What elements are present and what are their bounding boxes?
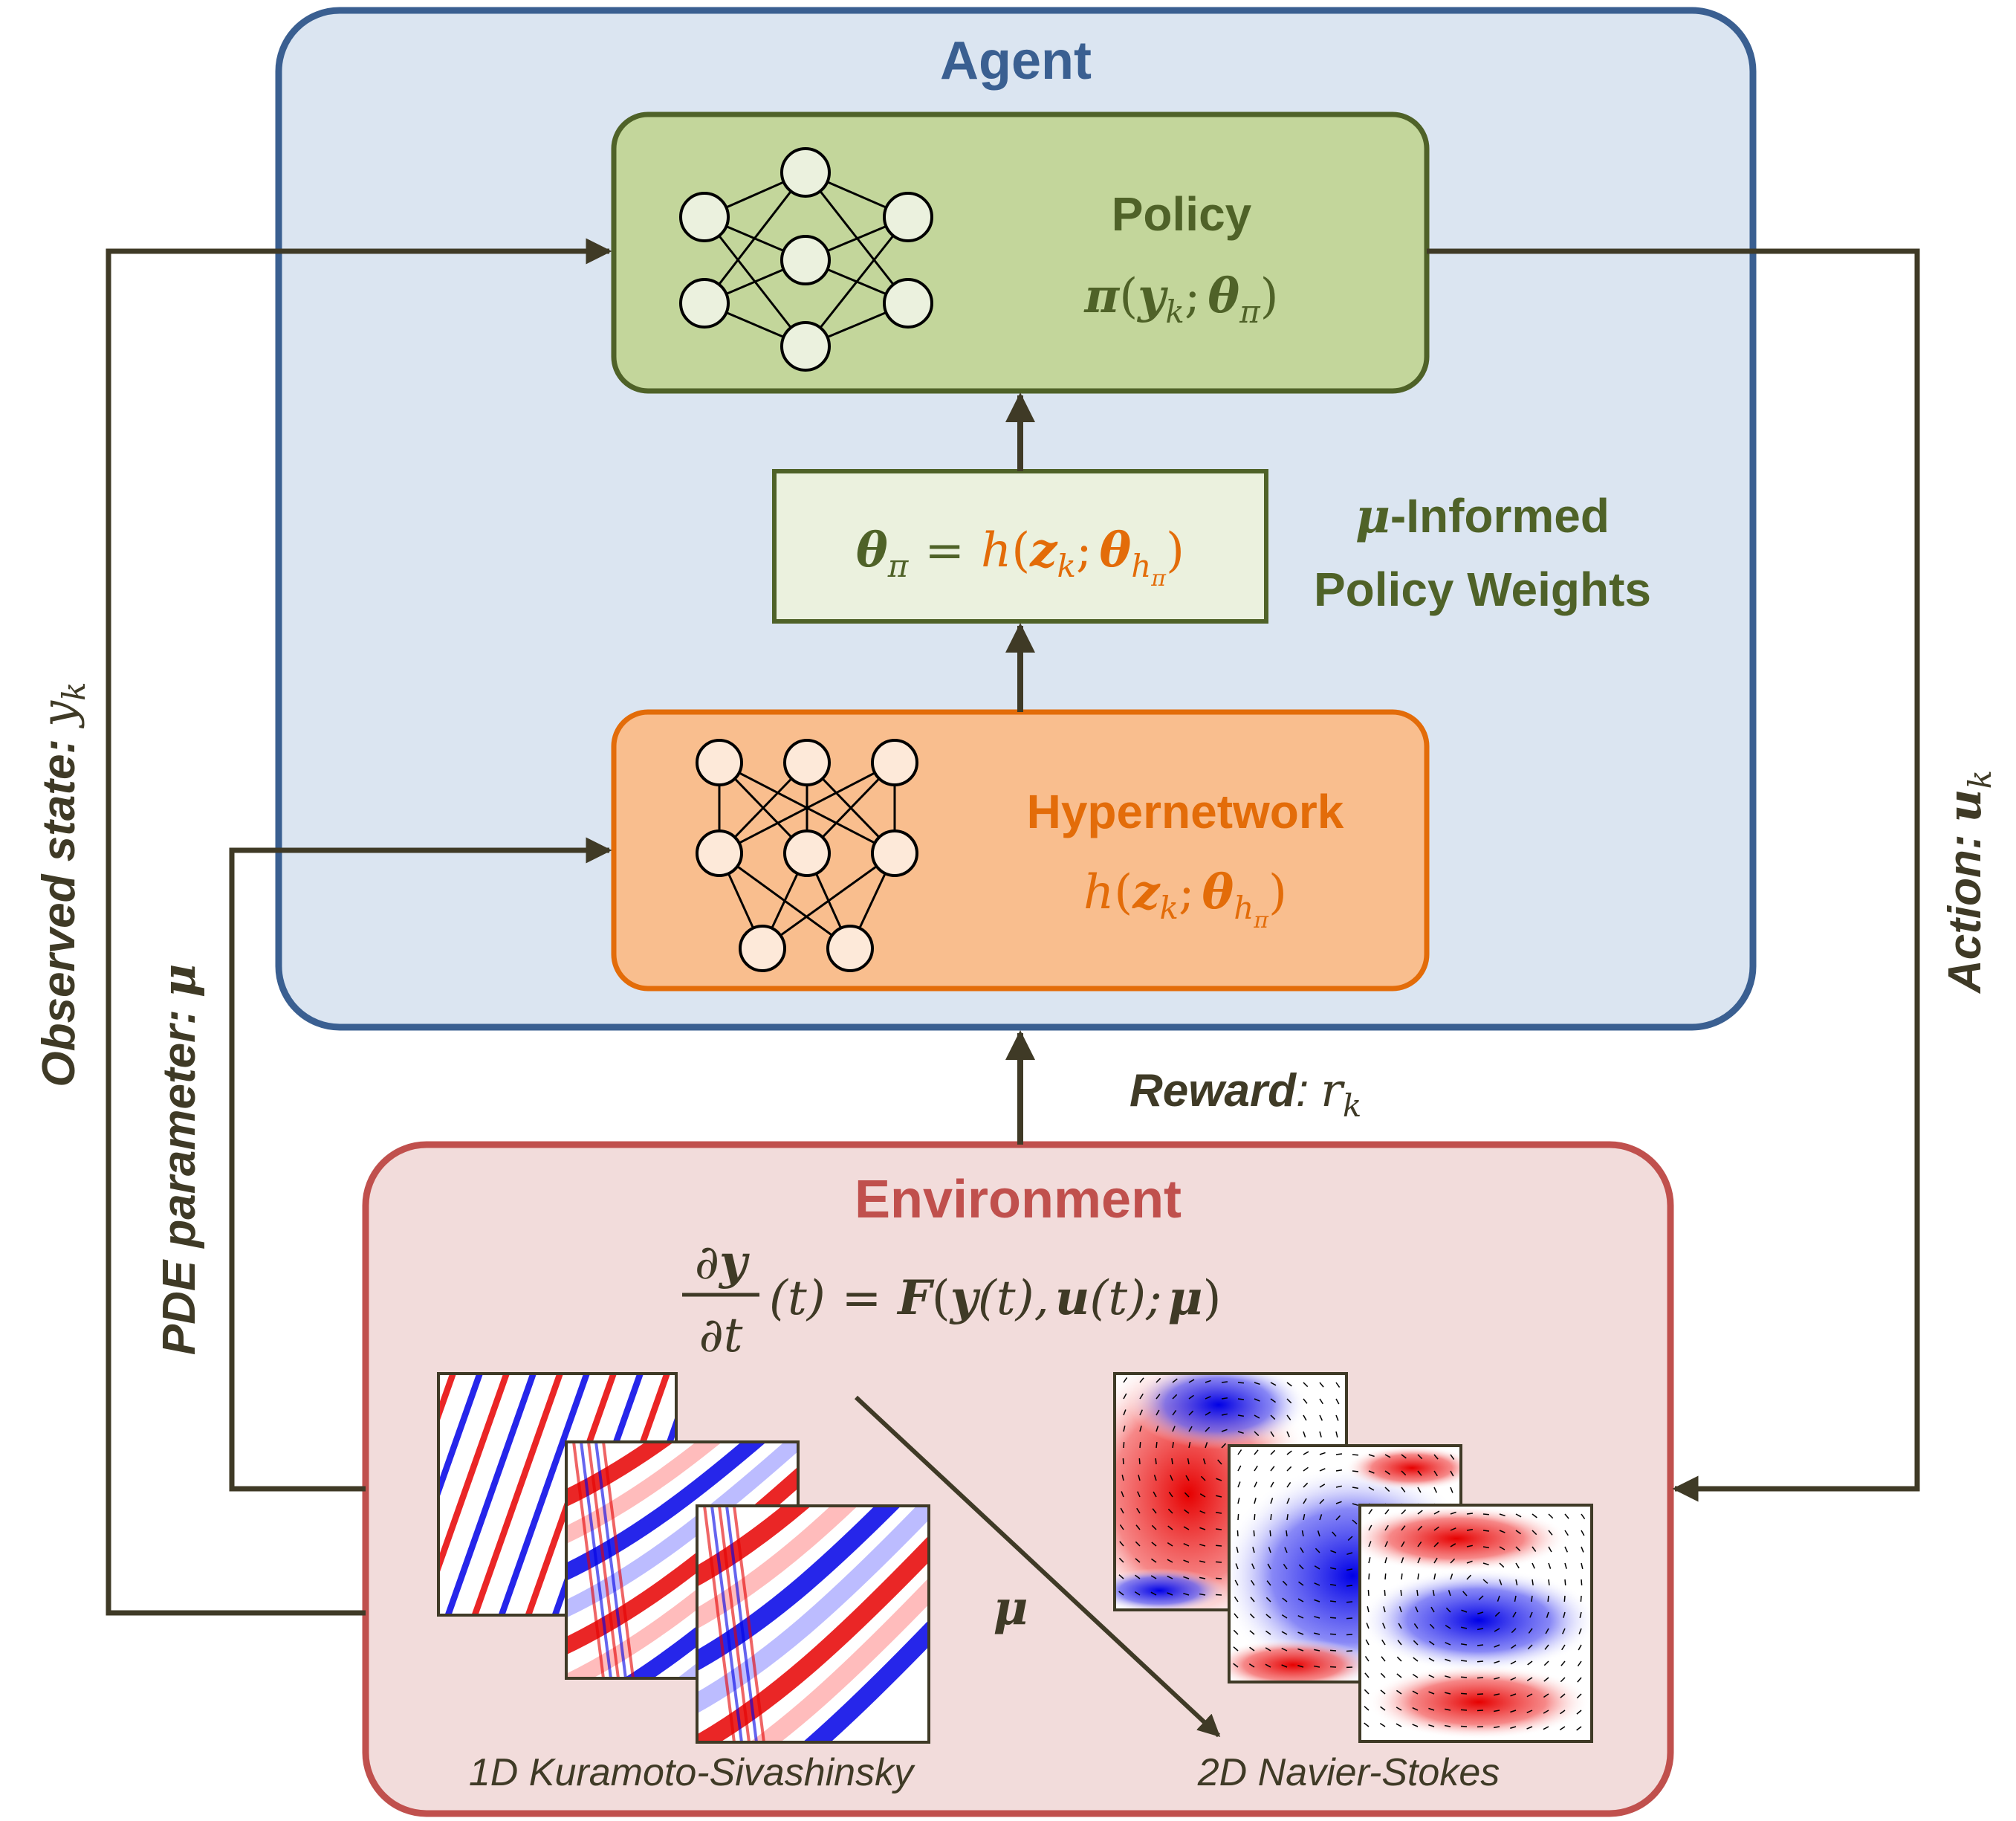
policy-formula: π(yk;θπ) [1083,268,1278,330]
policy-weights-frame [772,469,1268,624]
eq-rhs: (t) = F(y(t),u(t);μ) [769,1270,1221,1326]
policy-title: Policy [1112,187,1252,241]
policy-y-sub: k [1165,294,1184,330]
action-text: Action: [1939,835,1991,995]
eq-num-y: y [718,1235,750,1290]
eq-mu: μ [1168,1270,1203,1326]
reward-symbol: r [1320,1063,1345,1117]
policy-pi-symbol: π [1083,268,1120,324]
hyper-theta-sub: h [1234,890,1254,926]
action-label: Action: uk [1937,770,1998,994]
reward-colon: : [1296,1065,1309,1116]
hyper-open-paren: ( [1114,865,1132,920]
weights-theta-symbol: θ [856,523,888,578]
environment-title: Environment [855,1170,1182,1229]
eq-F: F [896,1270,935,1326]
observed-state-arrow [106,238,612,1616]
informed-weights-label-line1: μ-Informed [1355,488,1610,544]
hypernetwork-formula: h(zk;θhπ) [1083,864,1287,934]
action-sub: k [1962,770,1998,789]
weights-close-paren: ) [1166,523,1184,578]
mu-direction-arrow [854,1395,1221,1738]
ns-caption: 2D Navier-Stokes [1197,1751,1500,1794]
weights-open-paren: ( [1011,523,1030,578]
pde-parameter-symbol: μ [152,964,206,997]
eq-num-partial: ∂ [695,1235,719,1290]
action-arrow [1427,248,1920,1502]
hyper-z-symbol: z [1132,864,1161,920]
policy-theta-symbol: θ [1208,268,1239,324]
policy-weights-box: θπ=h(zk;θhπ) [772,469,1268,624]
weights-theta2-symbol: θ [1100,523,1132,578]
policy-y-symbol: y [1136,268,1168,324]
eq-u: u [1055,1270,1090,1326]
eq-denominator: ∂t [699,1308,743,1363]
eq-y-arg: (t), [978,1271,1049,1326]
environment-panel: Environment ∂y ∂t (t)=F(y(t),u(t);μ) [362,1141,1674,1817]
eq-close-paren: ) [1202,1271,1221,1326]
eq-u-arg: (t); [1089,1271,1161,1326]
weights-theta-sub: π [887,548,910,584]
weights-equals: = [924,523,965,578]
ks-caption: 1D Kuramoto-Sivashinsky [469,1751,915,1794]
weights-z-sub: k [1057,548,1076,584]
reward-text: Reward [1129,1065,1297,1116]
informed-label-rest: -Informed [1390,489,1610,543]
eq-open-paren: ( [932,1271,950,1326]
hypernetwork-title: Hypernetwork [1027,785,1344,838]
policy-weights-formula: θπ=h(zk;θhπ) [856,523,1184,592]
pde-parameter-label: PDE parameter: μ [152,964,206,1356]
policy-network-icon [679,147,933,372]
observed-state-text: Observed state: [33,739,85,1087]
observed-state-label: Observed state: yk [31,682,92,1087]
observed-state-symbol: y [31,700,85,729]
eq-y: y [949,1270,981,1326]
hyper-theta-symbol: θ [1202,864,1234,920]
hyper-semicolon: ; [1179,865,1195,920]
hypernetwork-box: Hypernetwork h(zk;θhπ) [611,709,1430,992]
agent-title: Agent [940,31,1092,91]
hyper-theta-subsub: π [1253,908,1269,934]
policy-open-paren: ( [1119,269,1138,324]
reward-sub: k [1343,1087,1361,1124]
eq-lhs-arg: (t) [769,1271,826,1326]
action-symbol: u [1937,789,1991,822]
hyper-z-sub: k [1160,890,1179,926]
hyper-h-symbol: h [1083,865,1114,920]
eq-numerator: ∂y [695,1235,750,1290]
reward-label: Reward:rk [1129,1063,1361,1124]
weights-theta2-sub: h [1131,548,1151,584]
pde-parameter-arrow [229,837,612,1492]
weights-theta2-subsub: π [1150,566,1167,592]
weights-h-symbol: h [981,523,1011,578]
ns-plot-3 [1358,1504,1593,1743]
mu-direction-label: μ [994,1580,1028,1636]
weights-z-symbol: z [1029,523,1058,578]
policy-box: Policy π(yk;θπ) [611,111,1430,394]
ks-plot-stack [437,1372,930,1744]
ns-plot-stack [1113,1372,1593,1743]
pde-equation: ∂y ∂t (t)=F(y(t),u(t);μ) [682,1235,1221,1363]
informed-mu-symbol: μ [1355,488,1390,544]
hypernetwork-network-icon [696,739,918,972]
policy-theta-sub: π [1239,294,1261,330]
eq-equals: = [842,1271,882,1326]
policy-close-paren: ) [1260,269,1279,324]
weights-semicolon: ; [1076,523,1092,578]
ks-plot-3 [696,1504,930,1744]
pde-parameter-text: PDE parameter: [154,1009,205,1355]
policy-semicolon: ; [1184,269,1201,324]
observed-state-sub: k [56,682,92,700]
informed-weights-label-line2: Policy Weights [1314,563,1651,616]
policy-box-frame [611,111,1430,394]
hyper-close-paren: ) [1268,865,1287,920]
